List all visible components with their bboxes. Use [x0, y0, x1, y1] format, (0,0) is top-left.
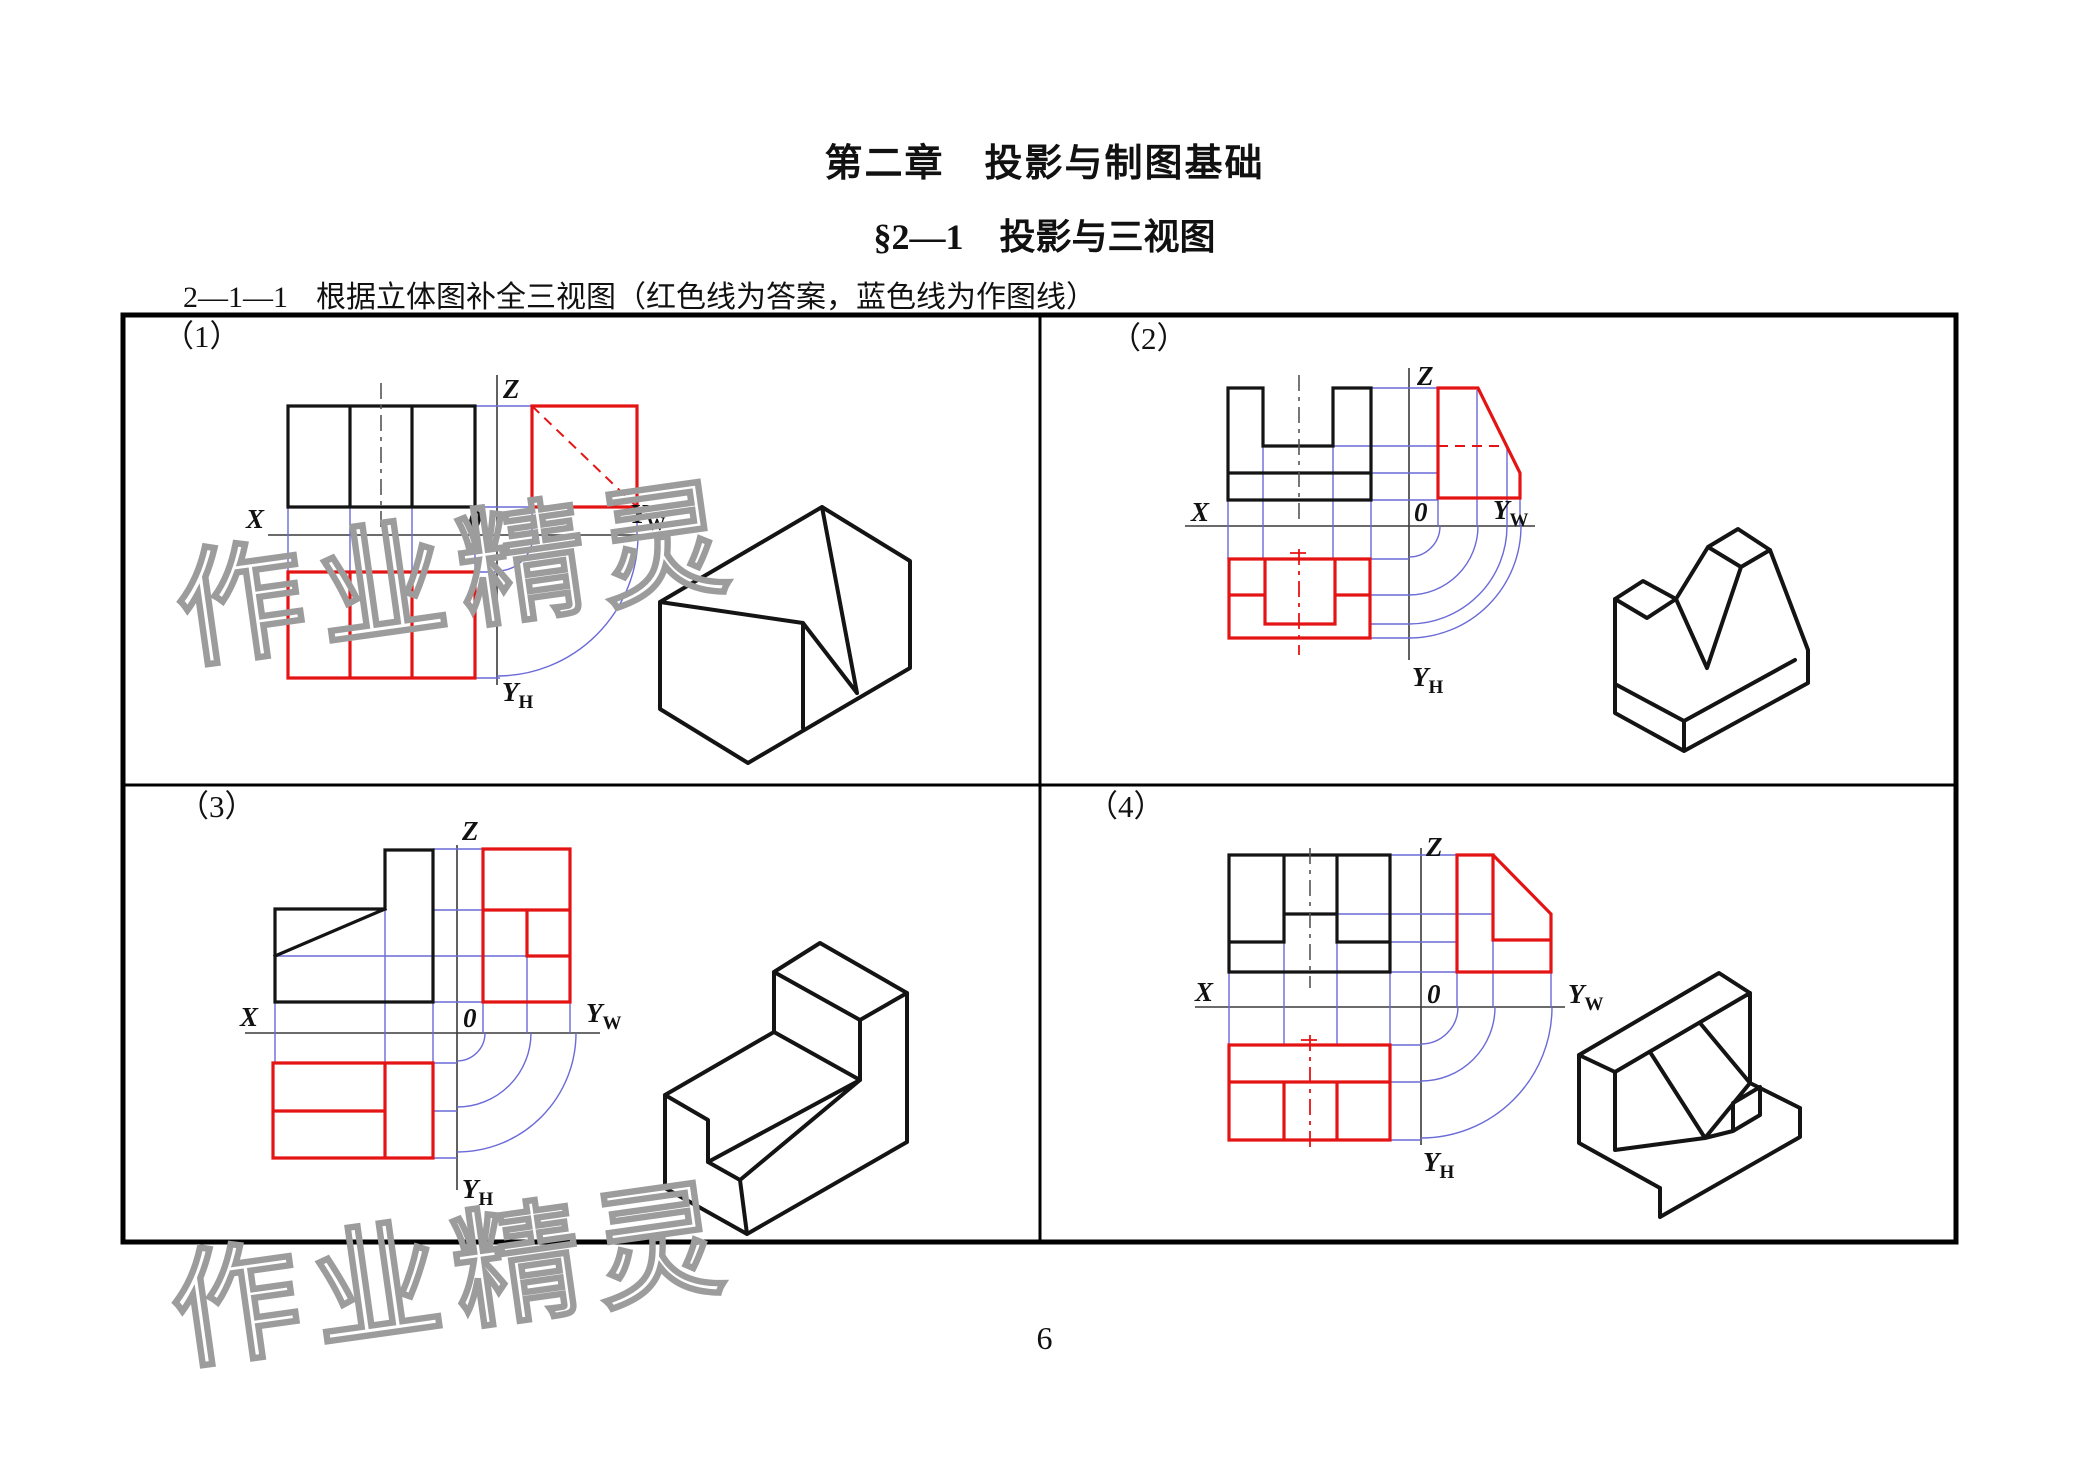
panel-1-x-label: X [245, 504, 265, 534]
panel-4-yw-label: YW [1568, 979, 1604, 1015]
panel-1-axes [268, 375, 655, 685]
panel-3-yw-label: YW [586, 998, 622, 1034]
panel-2-side-view [1436, 386, 1522, 500]
panel-4-origin-label: 0 [1427, 979, 1441, 1009]
panel-3-number: （3） [178, 789, 256, 824]
panel-1-number: （1） [163, 319, 241, 354]
panel-2-top-view [1227, 557, 1372, 640]
exercise-number: 2—1—1 [183, 281, 288, 314]
panel-4-top-centerline [1301, 1035, 1319, 1152]
exercise-line: 2—1—1 根据立体图补全三视图（红色线为答案，蓝色线为作图线） [183, 272, 1096, 316]
panel-2-number: （2） [1110, 321, 1188, 356]
panel-3-axes [245, 845, 600, 1190]
panel-1: （1） Z X 0 YW YH [163, 319, 912, 765]
panel-3-origin-label: 0 [463, 1003, 477, 1033]
panel-4-x-label: X [1194, 977, 1214, 1007]
panel-2: （2） Z X 0 YW YH [1110, 321, 1810, 753]
panel-3-top-view [271, 1061, 435, 1160]
panel-1-yh-label: YH [502, 677, 534, 713]
panel-1-front-view [286, 404, 477, 509]
page-number: 6 [1036, 1320, 1053, 1356]
panel-3-z-label: Z [461, 816, 479, 846]
panel-3: （3） Z X 0 YW YH [178, 789, 909, 1236]
panel-2-construction-lines [1227, 387, 1522, 639]
panel-2-yw-label: YW [1493, 495, 1529, 531]
panel-1-z-label: Z [502, 374, 520, 404]
panel-4-z-label: Z [1425, 832, 1443, 862]
panel-3-front-view [272, 848, 435, 1004]
panel-1-side-view-hidden-edge [531, 405, 638, 508]
chapter-title: 第二章 投影与制图基础 [824, 143, 1265, 185]
section-title: §2—1 投影与三视图 [873, 217, 1216, 257]
panel-1-top-view [286, 570, 477, 680]
panel-2-isometric-view [1613, 527, 1810, 753]
panel-3-x-label: X [239, 1002, 259, 1032]
panel-4: （4） Z X 0 YW YH [1087, 789, 1802, 1219]
exercise-text: 根据立体图补全三视图（红色线为答案，蓝色线为作图线） [316, 281, 1096, 314]
panel-3-isometric-view [663, 941, 909, 1236]
panel-4-yh-label: YH [1423, 1147, 1455, 1183]
panel-2-z-label: Z [1416, 361, 1434, 391]
panel-2-origin-label: 0 [1414, 497, 1428, 527]
panel-1-yw-label: YW [630, 499, 666, 535]
panel-2-x-label: X [1190, 497, 1210, 527]
watermark-top: 作业精灵 [168, 466, 750, 686]
panel-3-side-view [481, 847, 572, 1004]
panel-1-construction-lines [287, 405, 639, 679]
panel-2-axes [1185, 368, 1535, 660]
panel-1-isometric-view [658, 505, 912, 765]
panel-4-isometric-view [1577, 971, 1802, 1219]
panel-3-yh-label: YH [462, 1174, 494, 1210]
panel-4-side-view [1455, 853, 1553, 974]
panel-2-top-centerline [1290, 549, 1308, 655]
panel-4-axes [1195, 848, 1565, 1145]
panel-1-origin-label: 0 [468, 505, 482, 535]
panel-3-construction-lines [274, 848, 577, 1159]
panel-2-yh-label: YH [1412, 662, 1444, 698]
panel-4-number: （4） [1087, 789, 1165, 824]
